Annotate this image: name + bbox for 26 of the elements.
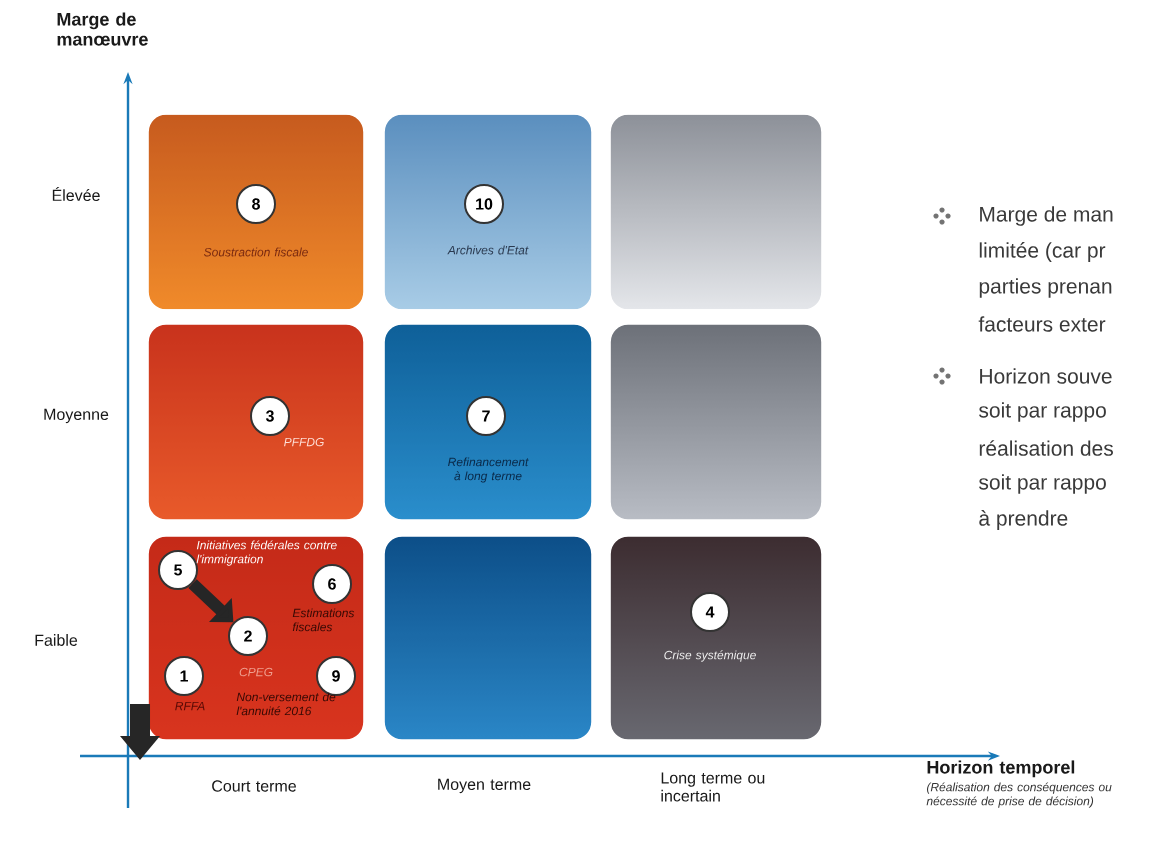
bullet-text-line: soit par rappo bbox=[979, 402, 1106, 422]
axis-label: Long terme ou incertain bbox=[661, 772, 765, 802]
bullet-text-line: réalisation des bbox=[979, 440, 1113, 456]
quadrant-tile bbox=[383, 535, 593, 741]
bullet-text-line: parties prenan bbox=[979, 278, 1112, 298]
axis-label: Faible bbox=[35, 634, 78, 646]
bullet-text-line: Horizon souve bbox=[980, 368, 1112, 384]
axis-label: Moyenne bbox=[44, 408, 109, 424]
bullet-text-line: limitée (car pr bbox=[979, 242, 1106, 262]
bullet-text-line: soit par rappo bbox=[979, 474, 1106, 494]
quadrant-tile bbox=[609, 323, 823, 521]
quadrant-tile bbox=[147, 323, 365, 521]
block-arrow bbox=[188, 579, 234, 623]
quadrant-tile bbox=[383, 323, 593, 521]
axis-label: Élevée bbox=[52, 187, 100, 202]
bullet-text-line: Marge de man bbox=[980, 206, 1113, 226]
bullet-text-line: facteurs exter bbox=[978, 316, 1106, 332]
quadrant-tile bbox=[383, 113, 593, 311]
axis-label: Moyen terme bbox=[438, 778, 531, 794]
quadrant-tile bbox=[609, 535, 823, 741]
quadrant-tile bbox=[609, 113, 823, 311]
quadrant-tile bbox=[147, 113, 365, 311]
axis-label: Marge de manœuvre bbox=[57, 12, 148, 46]
axis-label: Court terme bbox=[212, 780, 296, 792]
bullet-text-line: à prendre bbox=[979, 510, 1068, 530]
axis-label: Horizon temporel bbox=[927, 760, 1075, 778]
